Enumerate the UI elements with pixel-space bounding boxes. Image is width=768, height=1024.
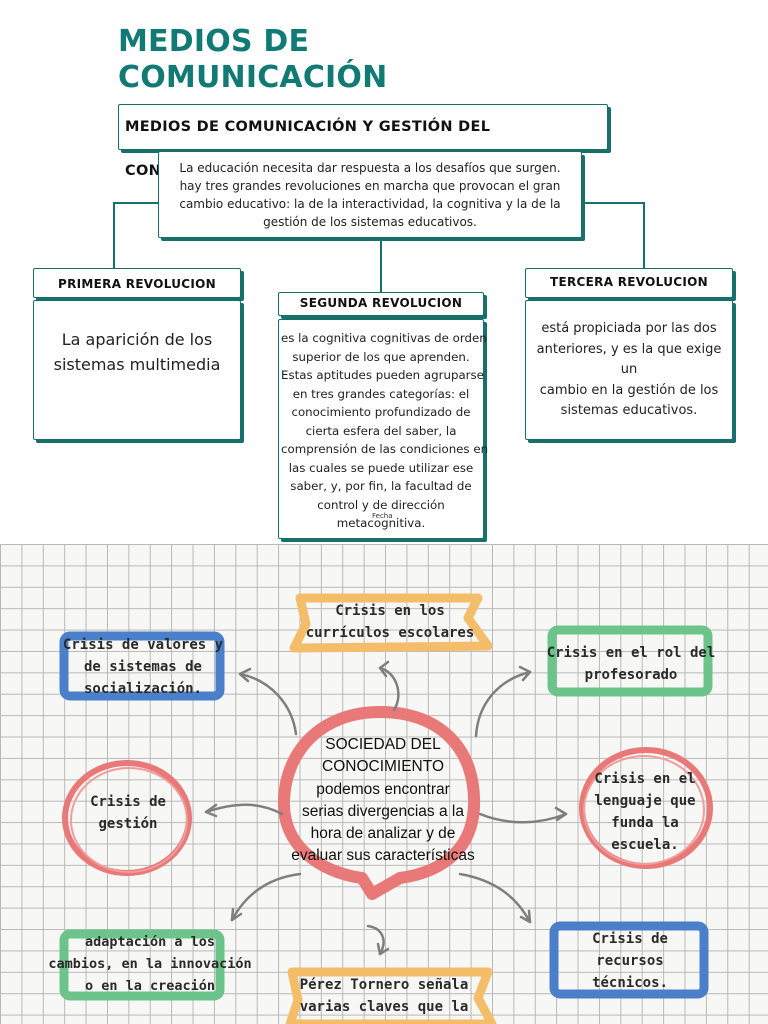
box-line: cierta esfera del saber, la <box>305 423 457 438</box>
mindmap-decorations <box>59 593 713 1024</box>
intro-line: gestión de los sistemas educativos. <box>263 215 477 229</box>
node-gestion: Crisis de gestión <box>68 791 188 835</box>
intro-line: cambio educativo: la de la interactivida… <box>179 197 561 211</box>
box-line: en tres grandes categorías: el <box>292 386 470 401</box>
node-line: varias claves que la <box>299 999 469 1015</box>
curved-arrows <box>204 660 568 956</box>
node-line: funda la <box>611 815 679 831</box>
box-line: superior de los que aprenden. <box>292 349 470 364</box>
node-lenguaje: Crisis en el lenguaje que funda la escue… <box>582 768 708 856</box>
box-line: las cuales se puede utilizar ese <box>288 460 474 475</box>
node-profesorado: Crisis en el rol del profesorado <box>540 642 722 686</box>
node-line: Crisis de <box>90 794 166 810</box>
primera-revolucion-box: La aparición de los sistemas multimedia <box>33 300 241 440</box>
node-line: currículos escolares <box>305 625 475 641</box>
node-line: Crisis de <box>592 931 668 947</box>
node-line: técnicos. <box>592 975 668 991</box>
connector-right-v <box>643 202 645 269</box>
node-line: escuela. <box>611 837 679 853</box>
node-line: profesorado <box>584 667 678 683</box>
node-line: o en la creación <box>84 978 216 994</box>
box-line: sistemas educativos. <box>560 403 698 418</box>
box-line: sistemas multimedia <box>53 355 221 374</box>
box-line: saber, y, por fin, la facultad de <box>290 479 472 493</box>
node-line: Crisis en el rol del <box>546 645 716 661</box>
connector-left-v <box>113 202 115 269</box>
red-circle-lenguaje <box>579 747 713 869</box>
node-line: recursos <box>596 953 664 969</box>
node-line: Crisis en el <box>594 771 696 787</box>
blue-frame-valores <box>59 631 225 701</box>
node-line: de sistemas de <box>83 659 202 675</box>
box-line: metacognitiva. <box>336 516 426 530</box>
box-line: La aparición de los <box>61 330 213 349</box>
connector-center-v <box>380 238 382 293</box>
box-line: cambio en la gestión de los <box>539 382 719 398</box>
grid-paper-section: Crisis en los currículos escolares Crisi… <box>0 544 768 1024</box>
box-line: Estas aptitudes pueden agruparse <box>281 368 484 382</box>
tercera-revolucion-header: TERCERA REVOLUCION <box>525 268 733 298</box>
orange-banner-bottom <box>285 967 497 1024</box>
title-line-1: MEDIOS DE <box>118 24 310 59</box>
box-line: está propiciada por las dos <box>541 321 717 336</box>
center-line: podemos encontrar <box>316 780 450 798</box>
node-line: Crisis en los <box>335 603 445 619</box>
center-line: CONOCIMIENTO <box>322 758 444 776</box>
segunda-revolucion-box: es la cognitiva cognitivas de orden supe… <box>278 319 489 539</box>
green-frame-adaptacion <box>59 929 225 1001</box>
node-perez: Pérez Tornero señala varias claves que l… <box>286 974 482 1018</box>
center-node-sociedad: SOCIEDAD DEL CONOCIMIENTO podemos encont… <box>288 734 478 868</box>
box-line: es la cognitiva cognitivas de orden <box>281 331 487 345</box>
box-line: anteriores, y es la que exige un <box>536 341 722 378</box>
node-line: gestión <box>98 816 158 832</box>
node-recursos: Crisis de recursos técnicos. <box>566 928 694 994</box>
node-line: Crisis de valores y <box>62 637 224 653</box>
node-adaptacion: adaptación a los cambios, en la innovaci… <box>34 931 266 997</box>
box-line: comprensión de las condiciones en <box>281 442 489 456</box>
center-line: SOCIEDAD DEL <box>325 736 441 753</box>
segunda-revolucion-header: SEGUNDA REVOLUCION <box>278 292 484 316</box>
node-line: Pérez Tornero señala <box>299 977 469 993</box>
blue-frame-recursos <box>549 921 709 999</box>
connector-right-h <box>582 202 644 204</box>
red-speech-bubble <box>277 706 481 900</box>
orange-banner-top <box>289 593 493 653</box>
page-title: MEDIOS DE COMUNICACIÓN <box>118 24 438 96</box>
node-curriculos: Crisis en los currículos escolares <box>290 600 490 644</box>
date-label: Fecha <box>372 512 393 520</box>
node-line: socialización. <box>83 681 202 697</box>
box-line: conocimiento profundizado de <box>291 405 471 419</box>
tercera-revolucion-box: está propiciada por las dos anteriores, … <box>525 300 733 440</box>
primera-revolucion-header: PRIMERA REVOLUCION <box>33 268 241 298</box>
intro-box: La educación necesita dar respuesta a lo… <box>158 152 582 238</box>
center-line: serias divergencias a la <box>302 802 464 820</box>
intro-line: La educación necesita dar respuesta a lo… <box>179 161 561 175</box>
title-line-2: COMUNICACIÓN <box>118 60 388 95</box>
node-line: adaptación a los <box>84 934 216 950</box>
box-line: control y de dirección <box>317 497 445 512</box>
intro-line: hay tres grandes revoluciones en marcha … <box>179 179 561 193</box>
red-circle-gestion <box>62 760 192 876</box>
node-line: cambios, en la innovación <box>48 956 252 972</box>
main-header: MEDIOS DE COMUNICACIÓN Y GESTIÓN DEL CON… <box>118 104 608 179</box>
node-valores: Crisis de valores y de sistemas de socia… <box>52 634 234 700</box>
center-line: hora de analizar y de <box>310 825 456 843</box>
green-frame-profesorado <box>547 625 713 697</box>
center-line: evaluar sus características <box>291 847 475 865</box>
connector-left-h <box>113 202 159 204</box>
node-line: lenguaje que <box>594 793 696 809</box>
